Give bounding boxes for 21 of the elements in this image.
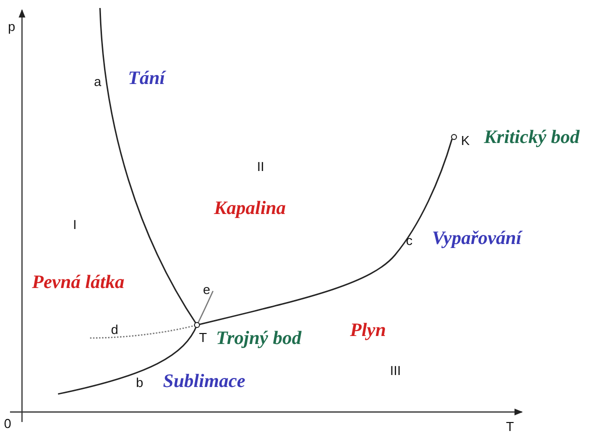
transition-label: Vypařování xyxy=(432,229,522,248)
axis-label: I xyxy=(73,218,77,231)
axis-label: d xyxy=(111,323,118,336)
axis-label: c xyxy=(406,234,412,247)
point-label: Trojný bod xyxy=(216,329,302,348)
axis-label: T xyxy=(199,331,207,344)
point-label: Kritický bod xyxy=(484,128,580,147)
transition-label: Sublimace xyxy=(163,372,246,391)
axis-label: 0 xyxy=(4,417,12,430)
phase-label: Plyn xyxy=(350,321,386,340)
axis-label: p xyxy=(8,20,16,33)
transition-label: Tání xyxy=(128,69,165,88)
axis-label: K xyxy=(461,134,470,147)
axis-label: T xyxy=(506,420,514,433)
axis-label: III xyxy=(390,364,401,377)
axis-label: a xyxy=(94,75,102,88)
phase-label: Pevná látka xyxy=(32,273,124,292)
phase-label: Kapalina xyxy=(214,199,286,218)
axis-label: e xyxy=(203,283,210,296)
axis-label: II xyxy=(257,160,264,173)
axis-label: b xyxy=(136,376,144,389)
